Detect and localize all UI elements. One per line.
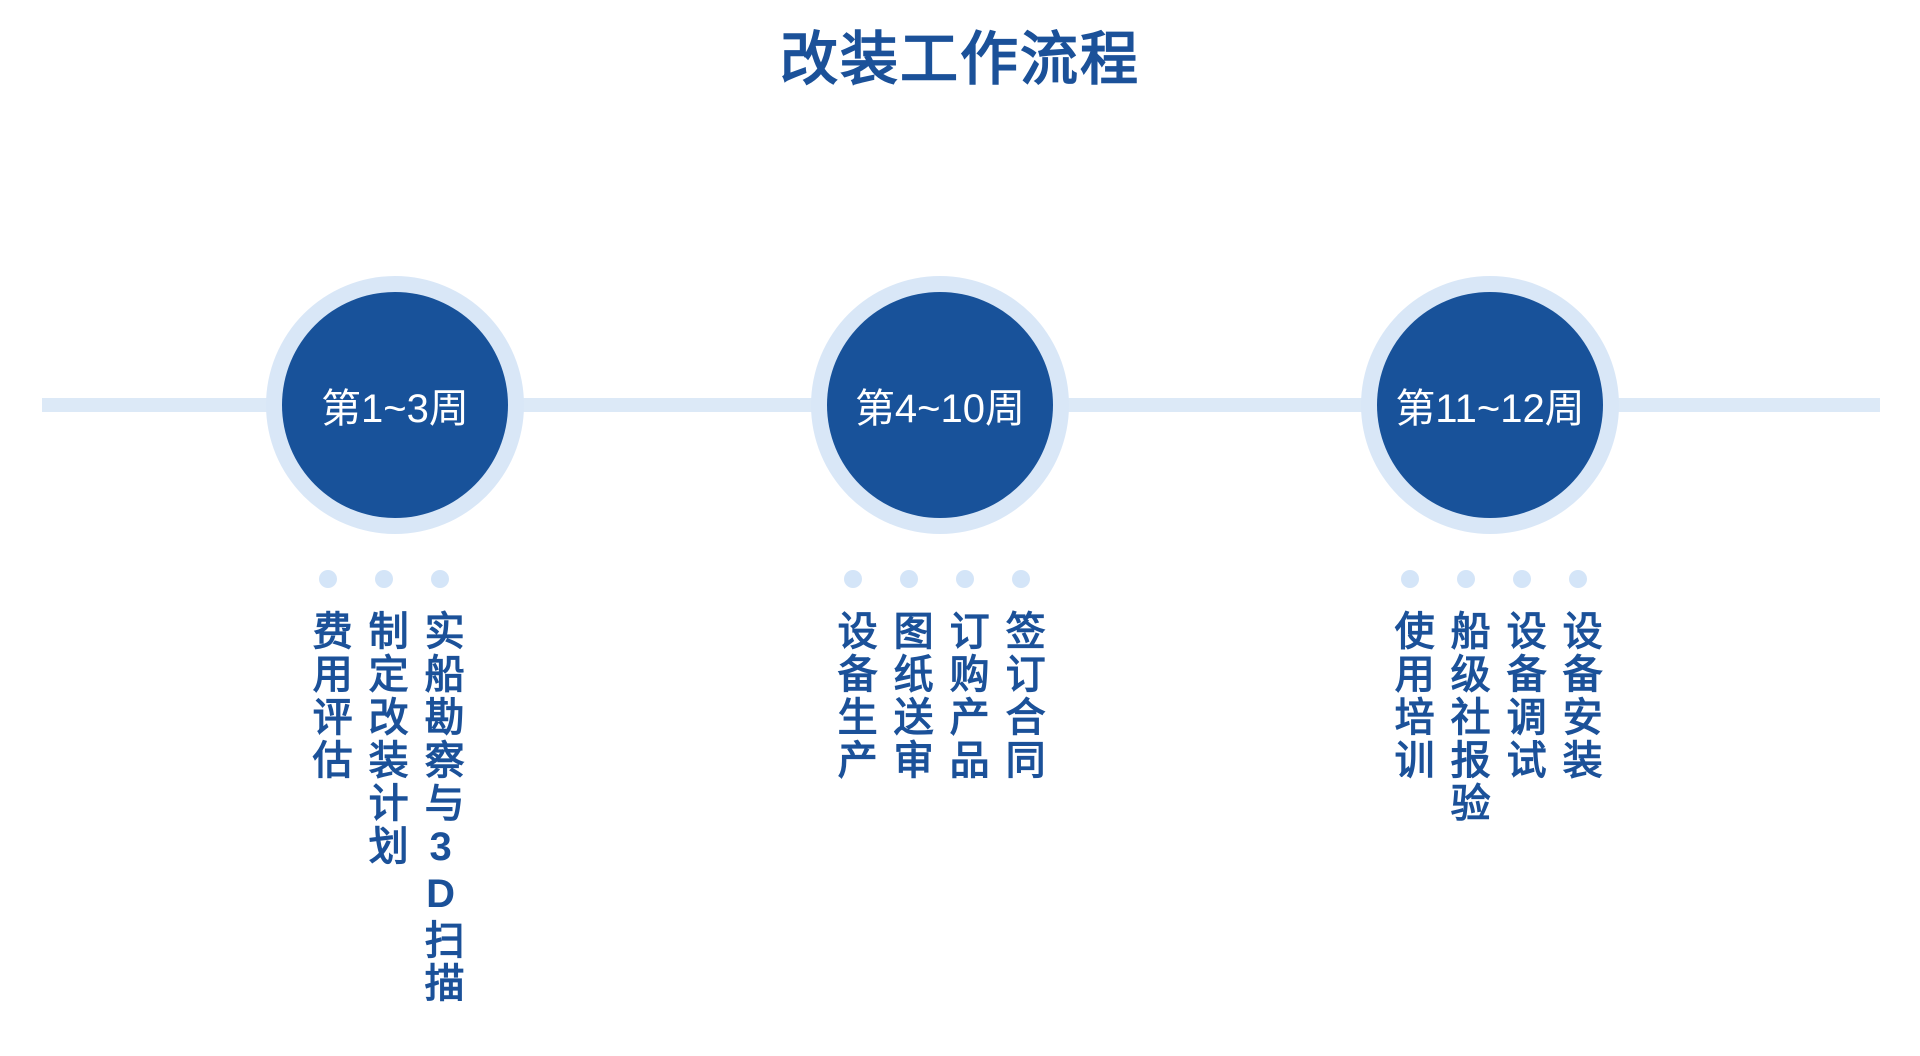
- bullet-dot-icon: [319, 570, 337, 588]
- stage-circle-3-inner: 第11~12周: [1377, 292, 1603, 518]
- task-item[interactable]: 设备调试: [1494, 570, 1550, 782]
- bullet-dot-icon: [1401, 570, 1419, 588]
- task-label: 船级社报验: [1444, 610, 1489, 825]
- task-item[interactable]: 船级社报验: [1438, 570, 1494, 825]
- task-item[interactable]: 图纸送审: [881, 570, 937, 782]
- task-label: 图纸送审: [887, 610, 932, 782]
- task-label: 设备调试: [1500, 610, 1545, 782]
- bullet-dot-icon: [1457, 570, 1475, 588]
- task-label: 制定改装计划: [362, 610, 407, 868]
- bullet-dot-icon: [844, 570, 862, 588]
- stage-circle-3[interactable]: 第11~12周: [1361, 276, 1619, 534]
- bullet-dot-icon: [1569, 570, 1587, 588]
- task-group-1: 实船勘察与3D扫描 制定改装计划 费用评估: [300, 570, 468, 1005]
- task-label: 费用评估: [306, 610, 351, 782]
- task-label: 签订合同: [999, 610, 1044, 782]
- bullet-dot-icon: [375, 570, 393, 588]
- stage-circle-3-label: 第11~12周: [1395, 387, 1585, 431]
- bullet-dot-icon: [956, 570, 974, 588]
- task-label: 使用培训: [1388, 610, 1433, 782]
- task-item[interactable]: 使用培训: [1382, 570, 1438, 782]
- task-item[interactable]: 费用评估: [300, 570, 356, 782]
- task-label: 设备安装: [1556, 610, 1601, 782]
- page-title: 改装工作流程: [779, 27, 1140, 92]
- bullet-dot-icon: [1012, 570, 1030, 588]
- stage-circle-1[interactable]: 第1~3周: [266, 276, 524, 534]
- task-item[interactable]: 设备生产: [825, 570, 881, 782]
- task-item[interactable]: 签订合同: [993, 570, 1049, 782]
- bullet-dot-icon: [1513, 570, 1531, 588]
- stage-circle-2-label: 第4~10周: [854, 387, 1026, 431]
- task-item[interactable]: 制定改装计划: [356, 570, 412, 868]
- task-group-3: 设备安装 设备调试 船级社报验 使用培训: [1382, 570, 1606, 825]
- task-item[interactable]: 实船勘察与3D扫描: [412, 570, 468, 1005]
- task-group-2: 签订合同 订购产品 图纸送审 设备生产: [825, 570, 1049, 782]
- task-label: 订购产品: [943, 610, 988, 782]
- task-label: 实船勘察与3D扫描: [418, 610, 463, 1005]
- stage-circle-2-inner: 第4~10周: [827, 292, 1053, 518]
- task-item[interactable]: 设备安装: [1550, 570, 1606, 782]
- stage-circle-2[interactable]: 第4~10周: [811, 276, 1069, 534]
- stage-circle-1-label: 第1~3周: [321, 387, 469, 431]
- stage-circle-1-inner: 第1~3周: [282, 292, 508, 518]
- task-item[interactable]: 订购产品: [937, 570, 993, 782]
- bullet-dot-icon: [900, 570, 918, 588]
- bullet-dot-icon: [431, 570, 449, 588]
- task-label: 设备生产: [831, 610, 876, 782]
